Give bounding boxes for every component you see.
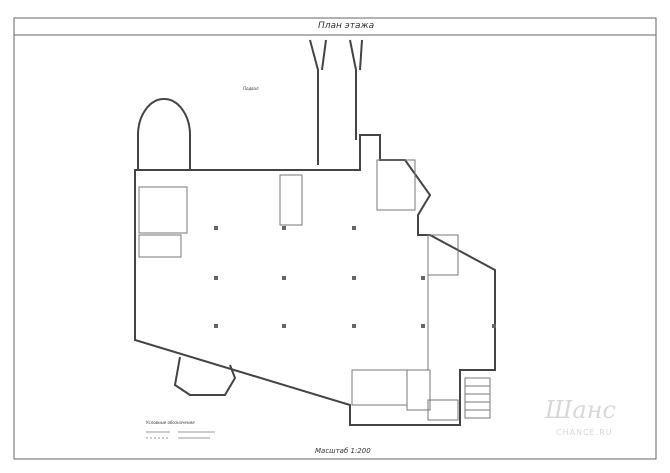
- basement-label: Подвал: [243, 86, 259, 91]
- sheet-frame: [13, 17, 657, 460]
- scale-label: Масштаб 1:200: [315, 447, 371, 455]
- bottom-bay: [173, 356, 237, 396]
- sheet-title: План этажа: [318, 21, 375, 31]
- watermark-site: CHANCE.RU: [556, 428, 613, 437]
- columns: [214, 226, 496, 328]
- watermark-logo: Шанс: [545, 396, 616, 424]
- legend-symbols: [146, 431, 215, 439]
- legend-title: Условные обозначения: [146, 420, 195, 425]
- building-walls: [134, 39, 496, 426]
- interior-walls: [138, 159, 491, 421]
- arched-bay: [137, 98, 191, 170]
